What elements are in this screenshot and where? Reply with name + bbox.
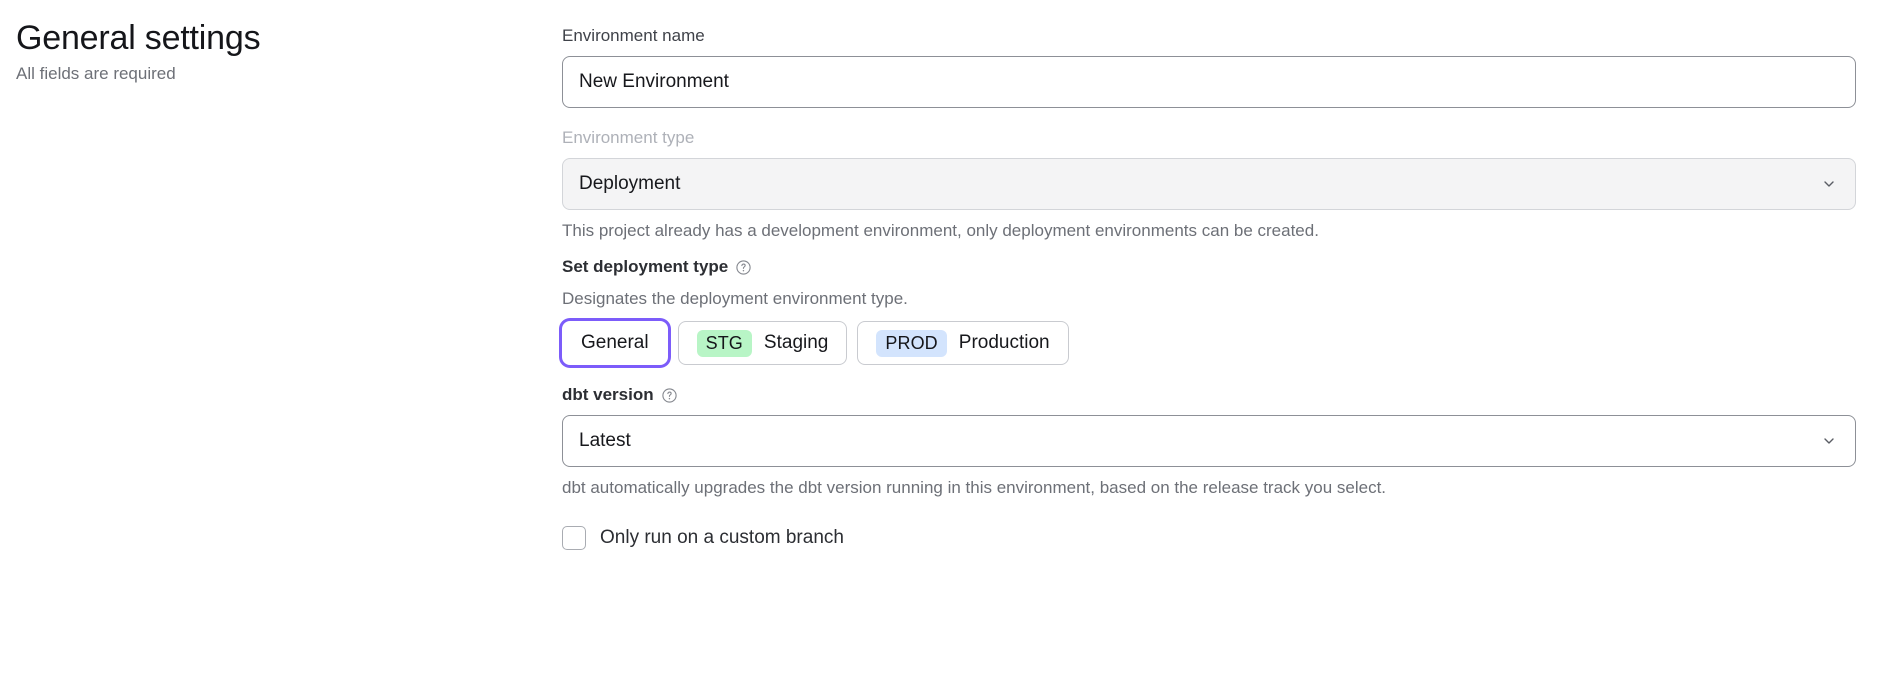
custom-branch-label: Only run on a custom branch (600, 527, 844, 548)
question-circle-icon[interactable] (661, 387, 678, 404)
dbt-version-help-text: dbt automatically upgrades the dbt versi… (562, 478, 1387, 497)
dbt-version-value: Latest (579, 430, 631, 451)
spacer (562, 108, 1856, 126)
deployment-type-option-general[interactable]: General (562, 321, 668, 365)
deployment-type-option-staging-label: Staging (763, 332, 829, 353)
environment-name-field: Environment name New Environment (562, 24, 1856, 108)
chevron-down-icon (1821, 433, 1837, 449)
environment-type-value: Deployment (579, 173, 681, 194)
deployment-type-option-production-label: Production (958, 332, 1050, 353)
dbt-version-field: dbt version Latest dbt automatica (562, 383, 1856, 500)
spacer (562, 365, 1856, 383)
settings-intro: General settings All fields are required (16, 16, 516, 86)
environment-type-field: Environment type Deployment This project… (562, 126, 1856, 243)
environment-type-label: Environment type (562, 128, 695, 147)
deployment-type-label-text: Set deployment type (562, 257, 729, 276)
deployment-type-label: Set deployment type (562, 255, 1856, 279)
environment-name-input[interactable]: New Environment (562, 56, 1856, 108)
dbt-version-select[interactable]: Latest (562, 415, 1856, 467)
environment-type-help-text: This project already has a development e… (562, 221, 1319, 240)
deployment-type-option-staging[interactable]: STG Staging (677, 321, 848, 365)
page-title: General settings (16, 19, 261, 57)
settings-form: Environment name New Environment Environ… (562, 24, 1856, 550)
deployment-type-option-general-label: General (581, 332, 649, 353)
environment-name-value: New Environment (579, 71, 729, 92)
environment-name-label: Environment name (562, 26, 705, 45)
production-badge: PROD (876, 329, 947, 357)
environment-type-select[interactable]: Deployment (562, 158, 1856, 210)
deployment-type-option-production[interactable]: PROD Production (857, 321, 1069, 365)
question-circle-icon[interactable] (735, 259, 752, 276)
dbt-version-label: dbt version (562, 383, 1856, 407)
deployment-type-field: Set deployment type Designates the deplo… (562, 255, 1856, 365)
chevron-down-icon (1821, 176, 1837, 192)
staging-badge: STG (696, 329, 752, 357)
page-subtitle: All fields are required (16, 64, 176, 83)
deployment-type-options: General STG Staging PROD Production (562, 321, 1856, 365)
spacer (562, 243, 1856, 255)
custom-branch-checkbox[interactable] (562, 526, 586, 550)
dbt-version-label-text: dbt version (562, 385, 654, 404)
deployment-type-description: Designates the deployment environment ty… (562, 289, 908, 308)
custom-branch-row[interactable]: Only run on a custom branch (562, 526, 1856, 550)
